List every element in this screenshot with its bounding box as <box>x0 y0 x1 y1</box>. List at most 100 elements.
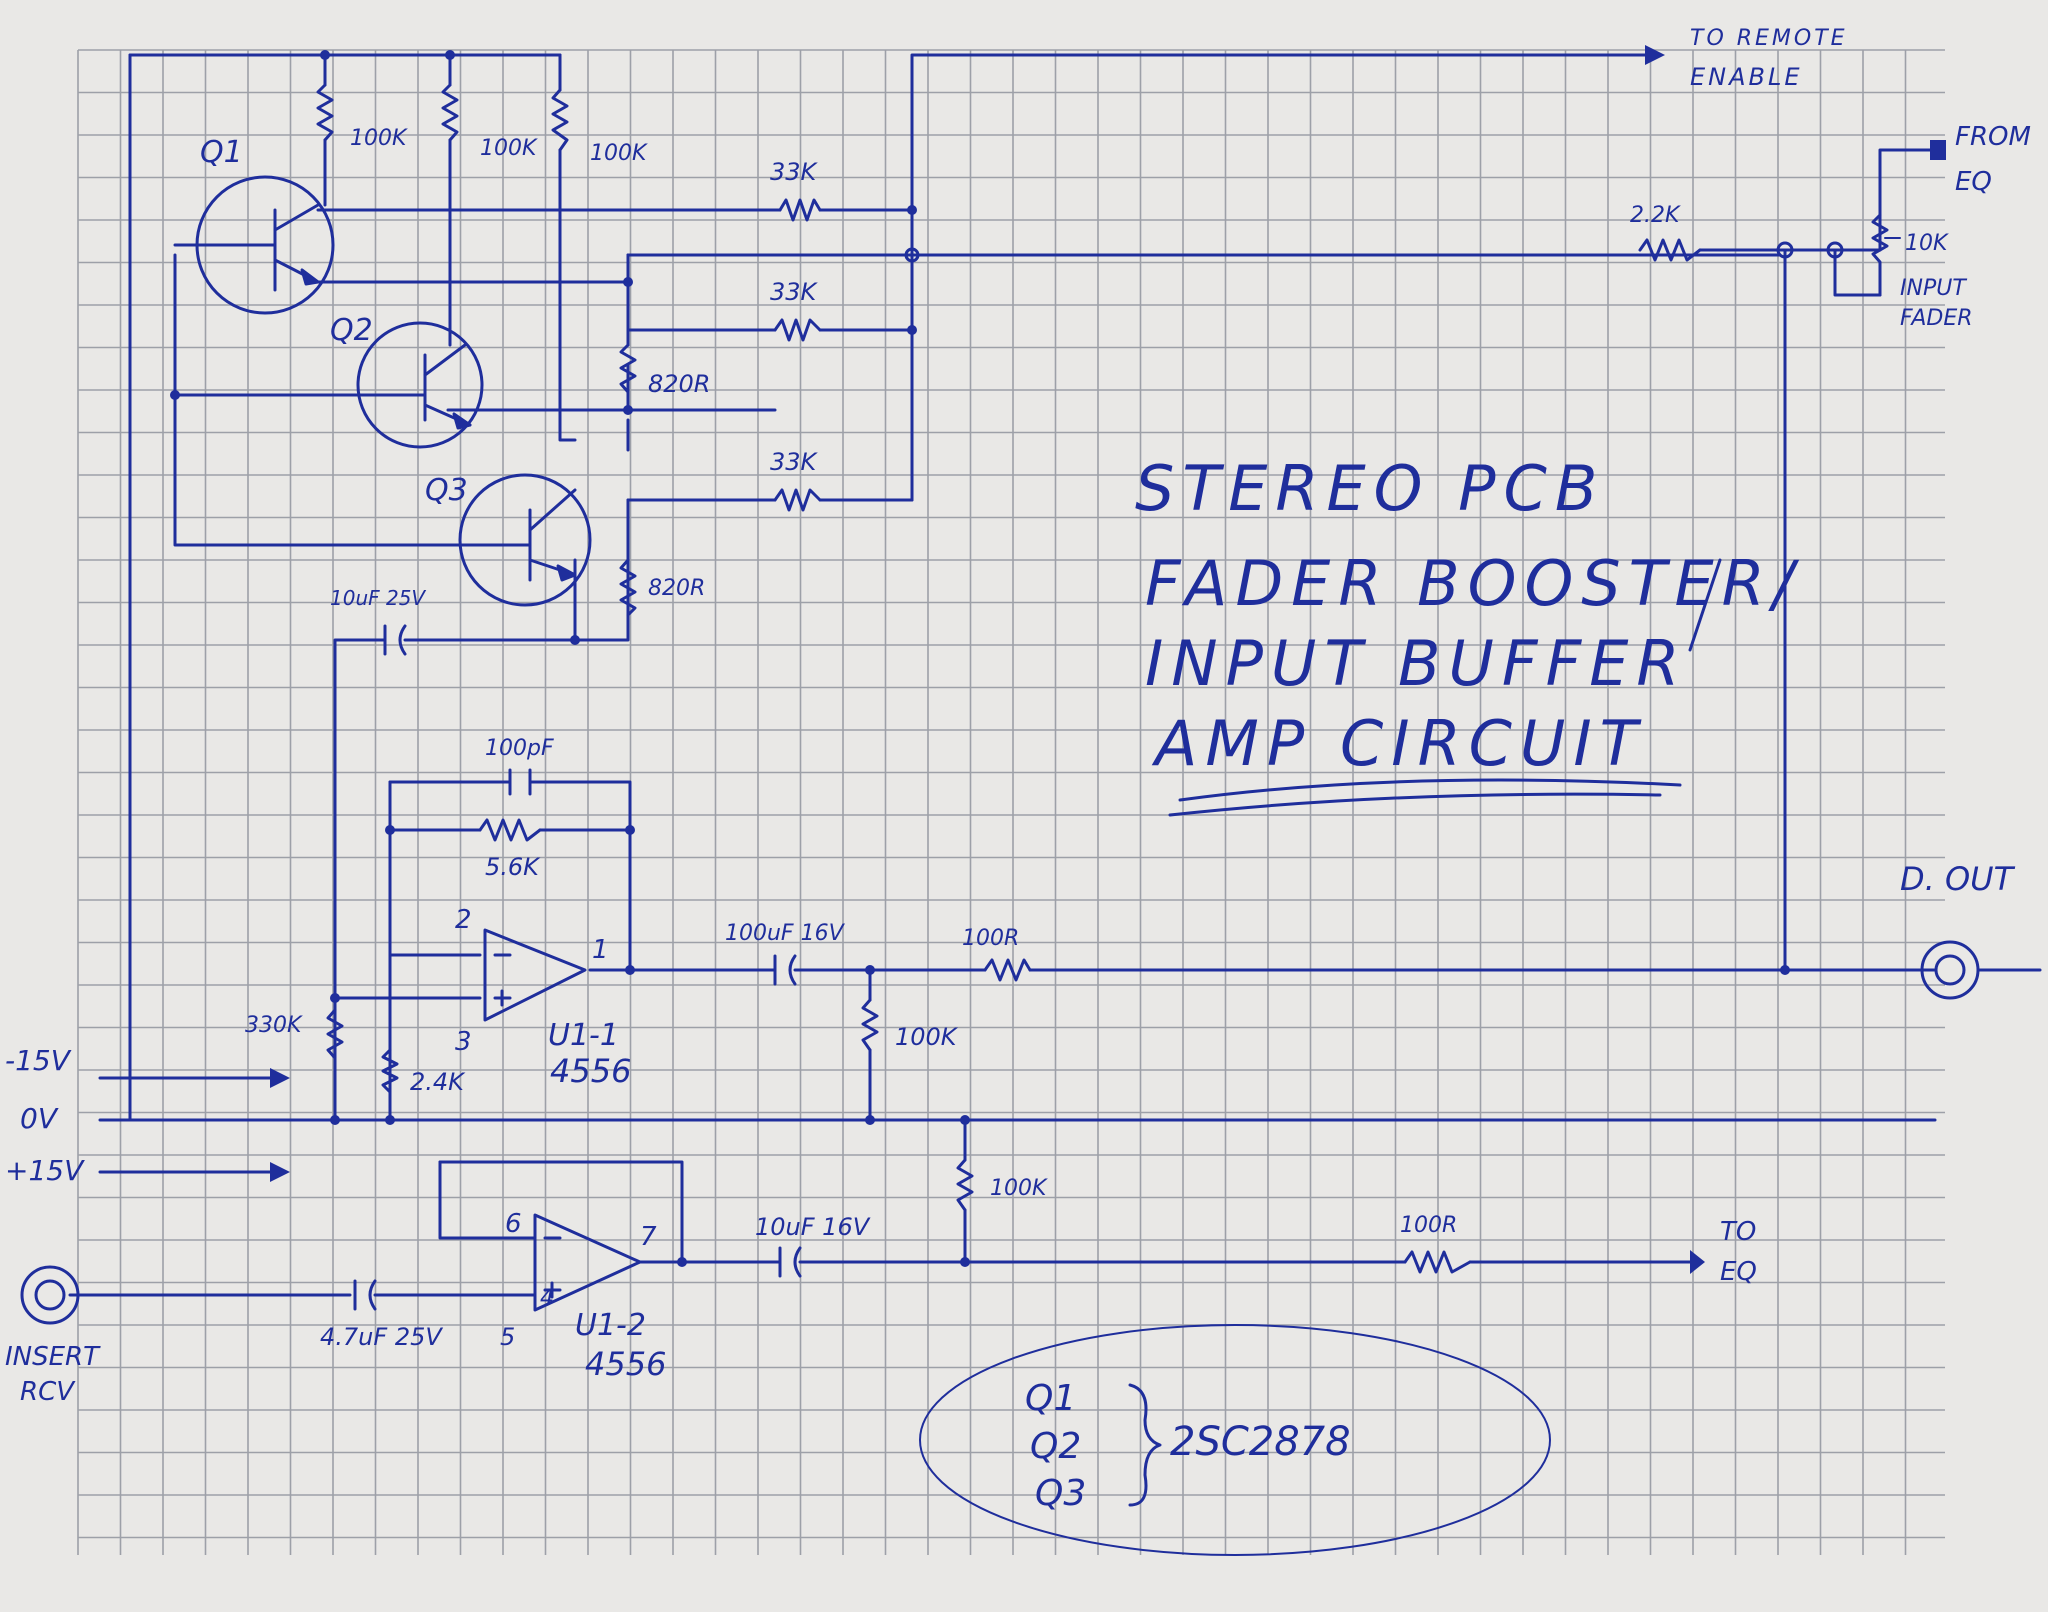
label-r33k-3: 33K <box>770 448 819 476</box>
note-q1: Q1 <box>1025 1378 1076 1419</box>
label-r100r-eq: 100R <box>1400 1213 1457 1238</box>
label-d-out: D. OUT <box>1900 860 2016 898</box>
cap-10uf-25v <box>383 624 407 656</box>
brace <box>1128 1383 1162 1507</box>
label-input-fader-1: INPUT <box>1900 276 1967 301</box>
transistor-q3 <box>458 473 592 607</box>
label-r100k-out: 100K <box>895 1023 959 1051</box>
label-insert-2: RCV <box>20 1377 76 1407</box>
resistor-33k-c <box>773 488 822 512</box>
label-r100k-2: 100K <box>480 136 538 161</box>
title-line-3: INPUT BUFFER <box>1145 627 1688 700</box>
label-r330k: 330K <box>245 1013 303 1038</box>
label-r820-1: 820R <box>648 370 710 398</box>
transistor-q2 <box>356 321 484 449</box>
label-remote-1: TO REMOTE <box>1690 26 1848 51</box>
title-line-4: AMP CIRCUIT <box>1151 707 1646 780</box>
title-underline <box>1168 778 1682 817</box>
label-from-eq-2: EQ <box>1955 167 1992 197</box>
pin-u1-1-1: 1 <box>592 935 609 965</box>
arrow-pos-rail <box>270 1162 290 1182</box>
open-junctions <box>904 241 1844 263</box>
from-eq-connector <box>1930 140 1946 160</box>
arrow-remote-enable <box>1645 45 1665 65</box>
label-r33k-2: 33K <box>770 278 819 306</box>
label-from-eq-1: FROM <box>1955 122 2031 152</box>
pin-u1-1-2: 2 <box>455 905 472 935</box>
label-pos-rail: +15V <box>5 1154 85 1187</box>
resistor-33k-b <box>773 318 822 342</box>
label-r100k-3: 100K <box>590 141 648 166</box>
opamp-u1-2 <box>533 1213 642 1312</box>
jacks <box>20 940 2042 1325</box>
graph-paper-grid <box>77 49 1945 1555</box>
pin-u1-2-7: 7 <box>640 1222 657 1252</box>
resistor-33k-a <box>778 198 822 222</box>
note-q2: Q2 <box>1030 1426 1081 1467</box>
label-u1-1-part: 4556 <box>550 1052 631 1090</box>
label-input-fader-2: FADER <box>1900 306 1973 331</box>
label-r56k: 5.6K <box>485 853 541 881</box>
resistor-r1 <box>316 83 334 142</box>
label-insert-1: INSERT <box>5 1342 101 1372</box>
transistor-symbols <box>195 175 592 607</box>
title-slash <box>1688 558 1722 652</box>
pin-u1-2-6: 6 <box>505 1209 522 1239</box>
pin-u1-2-5: 5 <box>500 1323 515 1351</box>
opamp-u1-1 <box>483 928 587 1022</box>
label-r100r-out: 100R <box>962 926 1019 951</box>
label-c100p: 100pF <box>485 736 554 761</box>
title-line-1: STEREO PCB <box>1135 452 1605 525</box>
transistor-q1 <box>195 175 335 315</box>
label-c10u25: 10uF 25V <box>330 586 426 610</box>
resistor-100r-out <box>983 958 1032 982</box>
label-q1: Q1 <box>200 135 243 170</box>
part-note-ellipse <box>919 1324 1551 1556</box>
insert-rcv-jack <box>20 1265 80 1325</box>
label-r820-2: 820R <box>648 576 705 601</box>
label-u1-2: U1-2 <box>575 1308 646 1343</box>
cap-100uf-16v <box>773 954 797 986</box>
label-r33k-1: 33K <box>770 158 819 186</box>
label-c100u16: 100uF 16V <box>725 921 846 946</box>
resistor-100k-eq <box>956 1158 974 1212</box>
label-r100k-1: 100K <box>350 126 408 151</box>
label-neg-rail: -15V <box>5 1044 72 1077</box>
labels: STEREO PCB FADER BOOSTER/ INPUT BUFFER A… <box>5 26 2031 1514</box>
cap-10uf-16v <box>778 1246 802 1278</box>
resistor-2-4k <box>381 1048 399 1122</box>
label-c47u25: 4.7uF 25V <box>320 1323 443 1351</box>
label-u1-2-part: 4556 <box>585 1345 666 1383</box>
note-q3: Q3 <box>1035 1473 1086 1514</box>
resistor-symbols <box>316 83 1901 1274</box>
label-zero-rail: 0V <box>20 1102 59 1135</box>
arrow-neg-rail <box>270 1068 290 1088</box>
cap-100pf <box>508 768 532 796</box>
title-line-2: FADER BOOSTER/ <box>1145 547 1802 620</box>
cap-4-7uf-25v <box>353 1279 377 1311</box>
label-u1-1: U1-1 <box>548 1018 619 1053</box>
arrows <box>270 45 1946 1274</box>
label-r100k-eq: 100K <box>990 1176 1048 1201</box>
pin-u1-1-3: 3 <box>455 1027 472 1057</box>
junction-dots <box>170 50 1790 1267</box>
label-q2: Q2 <box>330 313 373 348</box>
arrow-to-eq <box>1690 1250 1705 1274</box>
d-out-jack <box>1920 940 2042 1000</box>
resistor-330k <box>326 1008 344 1072</box>
label-r10k: 10K <box>1905 231 1949 256</box>
resistor-100r-eq <box>1403 1250 1472 1274</box>
resistor-820r-a <box>619 343 637 412</box>
opamp-symbols <box>483 928 642 1312</box>
label-r24k: 2.4K <box>410 1068 466 1096</box>
label-to-eq-1: TO <box>1720 1217 1756 1247</box>
resistor-5-6k <box>478 818 542 842</box>
label-c10u16: 10uF 16V <box>755 1213 871 1241</box>
capacitor-symbols <box>353 624 802 1311</box>
resistor-r3 <box>551 88 569 152</box>
pot-10k <box>1871 213 1889 297</box>
resistor-2-2k <box>1638 238 1702 262</box>
label-r22k: 2.2K <box>1630 203 1681 228</box>
label-q3: Q3 <box>425 473 468 508</box>
pin-u1-2-4: 4 <box>540 1286 554 1311</box>
